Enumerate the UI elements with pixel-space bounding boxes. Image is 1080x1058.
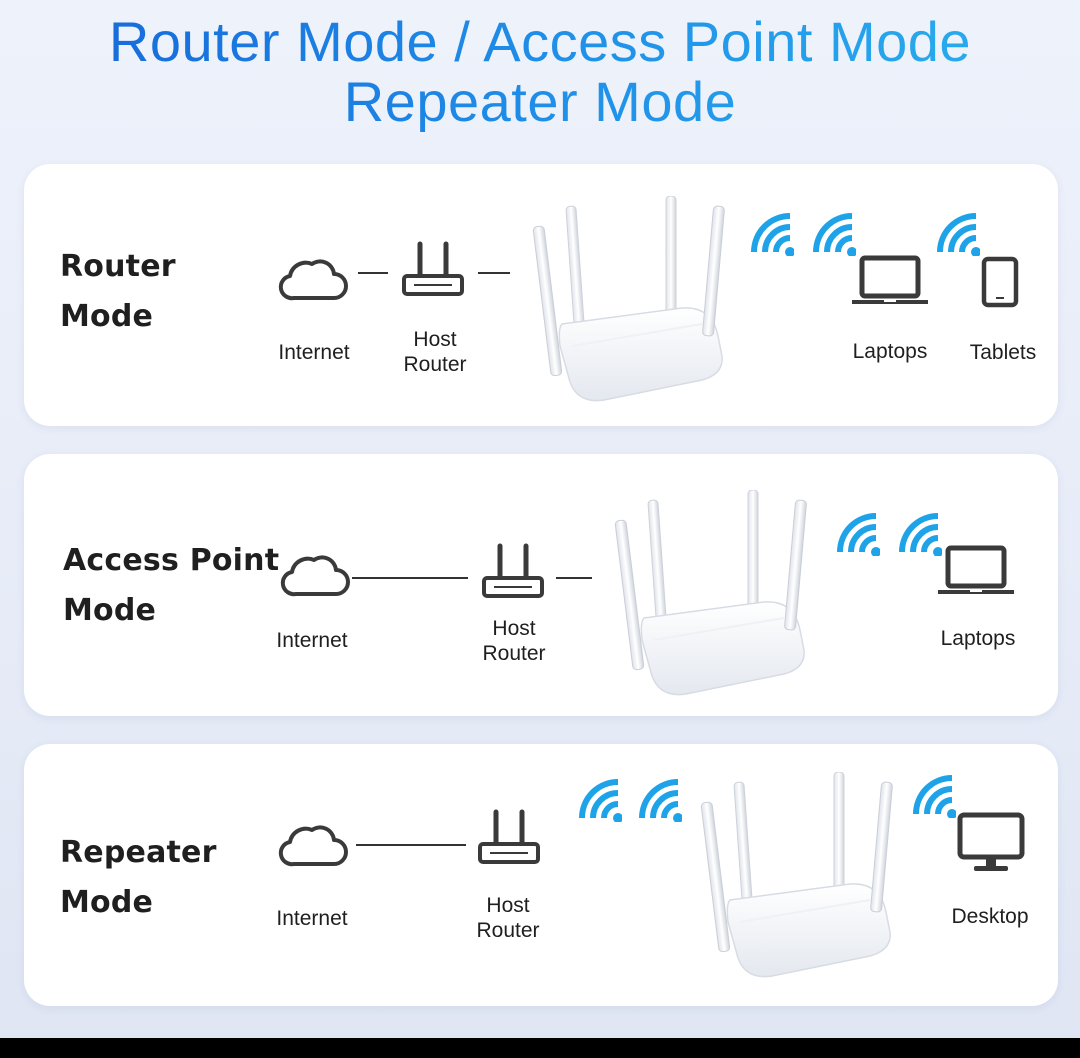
mode-label-line1: Router (60, 249, 176, 284)
host-router-caption: Host Router (476, 894, 540, 942)
host-router-icon (476, 808, 542, 868)
internet-caption: Internet (278, 341, 350, 364)
page-title-line1: Router Mode / Access Point Mode (0, 12, 1080, 72)
repeater-mode-label: Repeater Mode (60, 828, 217, 928)
device-caption-tablets: Tablets (969, 341, 1037, 364)
mode-label-line2: Mode (60, 885, 154, 920)
wifi-icon (912, 774, 956, 818)
wifi-icon (750, 212, 794, 256)
internet-caption: Internet (276, 907, 348, 930)
wifi-icon (936, 212, 980, 256)
laptop-icon (936, 544, 1016, 598)
connector-line (352, 577, 468, 579)
mode-label-line2: Mode (63, 593, 157, 628)
connector-line (356, 844, 466, 846)
device-caption-laptops: Laptops (940, 627, 1016, 650)
device-caption-desktop: Desktop (951, 905, 1029, 928)
wifi-icon (836, 512, 880, 556)
host-router-caption: Host Router (482, 617, 546, 665)
connector-line (556, 577, 592, 579)
cloud-icon (278, 820, 348, 870)
device-caption-laptops: Laptops (852, 340, 928, 363)
host-router-caption: Host Router (403, 328, 467, 376)
tablet-icon (980, 256, 1020, 308)
host-router-icon (480, 542, 546, 602)
mode-label-line1: Repeater (60, 835, 217, 870)
internet-caption: Internet (276, 629, 348, 652)
access-point-device (614, 490, 814, 700)
access-point-device (700, 772, 900, 982)
mode-label-line1: Access Point (63, 543, 280, 578)
mode-label-line2: Mode (60, 299, 154, 334)
wifi-icon (638, 778, 682, 822)
wifi-icon (578, 778, 622, 822)
access-point-device (532, 196, 732, 406)
laptop-icon (850, 254, 930, 308)
connector-line (478, 272, 510, 274)
bottom-bar (0, 1038, 1080, 1058)
host-router-icon (400, 240, 466, 300)
cloud-icon (278, 254, 348, 304)
connector-line (358, 272, 388, 274)
cloud-icon (280, 550, 350, 600)
access-point-mode-label: Access Point Mode (63, 536, 279, 636)
wifi-icon (812, 212, 856, 256)
page-title-line2: Repeater Mode (0, 72, 1080, 132)
desktop-icon (956, 812, 1026, 874)
router-mode-label: Router Mode (60, 242, 176, 342)
